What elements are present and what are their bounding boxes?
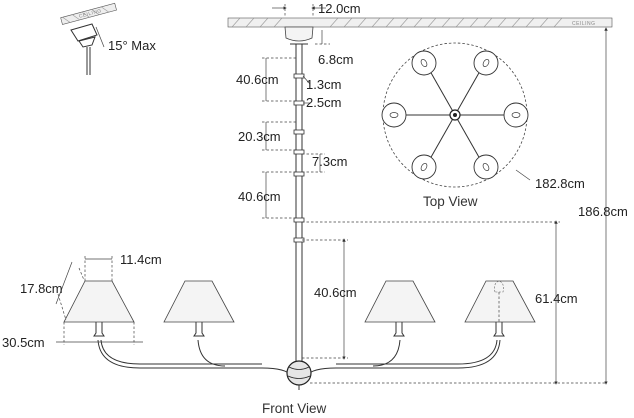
ceiling-label-right: CEILING (572, 21, 596, 27)
body-height-label: 61.4cm (535, 291, 578, 306)
overall-height-label: 186.8cm (578, 204, 628, 219)
rod-segment-3-short-label: 7.3cm (312, 154, 347, 169)
rod-segment-2-label: 20.3cm (238, 129, 281, 144)
rod (293, 44, 305, 368)
arms (97, 339, 501, 377)
canopy-height-dim: 6.8cm (315, 30, 353, 67)
rod-segment-1-label: 40.6cm (236, 72, 279, 87)
front-view-caption: Front View (262, 401, 327, 416)
shade-bottom-label: 30.5cm (2, 335, 45, 350)
coupling-label: 2.5cm (306, 95, 341, 110)
rod-diameter-label: 1.3cm (306, 77, 341, 92)
rod-segment-3-label: 40.6cm (238, 189, 281, 204)
top-view: 182.8cm Top View (381, 42, 585, 209)
canopy-height-label: 6.8cm (318, 52, 353, 67)
top-view-diameter-label: 182.8cm (535, 176, 585, 191)
shade-top-label: 11.4cm (120, 252, 162, 267)
center-ball (286, 360, 312, 390)
tilt-inset: CEILING 15° Max (60, 2, 156, 75)
ceiling: CEILING (227, 17, 613, 28)
shade-dimensions: 11.4cm 17.8cm 30.5cm (2, 252, 162, 350)
canopy: 12.0cm (272, 1, 361, 45)
canopy-width-label: 12.0cm (318, 1, 361, 16)
tilt-angle-label: 15° Max (108, 38, 156, 53)
height-dimensions: 186.8cm 61.4cm 40.6cm (302, 27, 628, 385)
shade-height-label: 17.8cm (20, 281, 63, 296)
top-view-caption: Top View (423, 194, 478, 209)
rod-dimensions: 40.6cm 1.3cm 2.5cm 20.3cm 7.3cm 40.6cm (236, 57, 347, 219)
ceiling-label-small: CEILING (78, 8, 102, 20)
arm-rise-label: 40.6cm (314, 285, 357, 300)
lamp-shades (63, 280, 536, 337)
